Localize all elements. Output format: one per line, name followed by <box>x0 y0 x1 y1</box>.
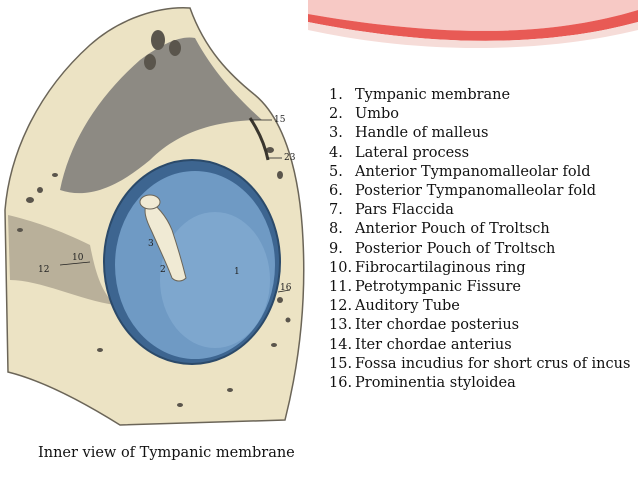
item-label: Petrotympanic Fissure <box>355 279 522 296</box>
item-number: 2. <box>329 106 343 123</box>
item-number: 16. <box>329 375 353 392</box>
item-label: Handle of malleus <box>355 125 489 142</box>
figure-number-3: 3 <box>148 239 154 249</box>
list-item: 9. Posterior Pouch of Troltsch <box>329 240 630 259</box>
item-label: Anterior Tympanomalleolar fold <box>355 163 591 180</box>
handle-of-malleus <box>144 199 187 282</box>
list-item: 3. Handle of malleus <box>329 124 630 143</box>
item-number: 7. <box>329 202 343 219</box>
anatomy-labels-list: 1. Tympanic membrane 2. Umbo 3. Handle of m… <box>329 86 630 393</box>
item-number: 4. <box>329 144 343 161</box>
item-label: Prominentia styloidea <box>355 375 516 392</box>
figure-number-12: 12 <box>38 265 49 275</box>
item-number: 1. <box>329 87 343 103</box>
list-item: 2. Umbo <box>329 105 630 124</box>
item-label: Fibrocartilaginous ring <box>355 259 526 276</box>
item-label: Anterior Pouch of Troltsch <box>355 221 550 238</box>
item-label: Tympanic membrane <box>355 87 511 103</box>
list-item: 13.Iter chordae posterius <box>329 316 630 335</box>
list-item: 5. Anterior Tympanomalleolar fold <box>329 163 630 182</box>
item-label: Pars Flaccida <box>355 202 454 219</box>
list-item: 15.Fossa incudius for short crus of incu… <box>329 355 630 374</box>
item-label: Auditory Tube <box>355 298 460 315</box>
item-number: 12. <box>329 298 353 315</box>
list-item: 14.Iter chordae anterius <box>329 336 630 355</box>
item-number: 15. <box>329 355 353 372</box>
item-label: Posterior Pouch of Troltsch <box>355 240 556 257</box>
list-item: 16.Prominentia styloidea <box>329 374 630 393</box>
list-item: 12.Auditory Tube <box>329 297 630 316</box>
figure-caption: Inner view of Tympanic membrane <box>38 445 295 461</box>
list-item: 4. Lateral process <box>329 144 630 163</box>
list-item: 10.Fibrocartilaginous ring <box>329 259 630 278</box>
item-label: Iter chordae posterius <box>355 317 520 334</box>
item-number: 10. <box>329 259 353 276</box>
leader-lines <box>59 119 291 293</box>
figure-number-10: 10 <box>72 253 84 263</box>
list-item: 8. Anterior Pouch of Troltsch <box>329 220 630 239</box>
left-recess-shadow <box>8 215 115 305</box>
item-number: 6. <box>329 183 343 200</box>
list-item: 7. Pars Flaccida <box>329 201 630 220</box>
item-number: 11. <box>329 279 353 296</box>
item-label: Iter chordae anterius <box>355 336 512 353</box>
membrane-highlight <box>160 212 270 348</box>
item-number: 14. <box>329 336 353 353</box>
item-number: 3. <box>329 125 343 142</box>
list-item: 6. Posterior Tympanomalleolar fold <box>329 182 630 201</box>
lateral-process <box>139 194 161 210</box>
figure-number-23: 23 <box>284 153 296 163</box>
figure-number-1: 1 <box>234 267 240 277</box>
item-number: 5. <box>329 163 343 180</box>
list-item: 11.Petrotympanic Fissure <box>329 278 630 297</box>
item-label: Posterior Tympanomalleolar fold <box>355 183 597 200</box>
figure-number-2: 2 <box>160 265 166 275</box>
list-item: 1. Tympanic membrane <box>329 86 630 105</box>
item-number: 8. <box>329 221 343 238</box>
item-label: Fossa incudius for short crus of incus <box>355 355 631 372</box>
tympanic-membrane-illustration: 15 23 12 10 3 2 1 16 <box>4 7 305 426</box>
upper-recess-shadow <box>60 37 262 194</box>
figure-number-16: 16 <box>280 283 292 293</box>
chorda-tympani-structure <box>248 117 270 161</box>
item-label: Umbo <box>355 106 399 123</box>
figure-number-15: 15 <box>274 115 286 125</box>
mastoid-air-cells <box>17 30 291 407</box>
item-number: 9. <box>329 240 343 257</box>
item-number: 13. <box>329 317 353 334</box>
item-label: Lateral process <box>355 144 470 161</box>
header-swoosh-decoration <box>308 0 638 49</box>
